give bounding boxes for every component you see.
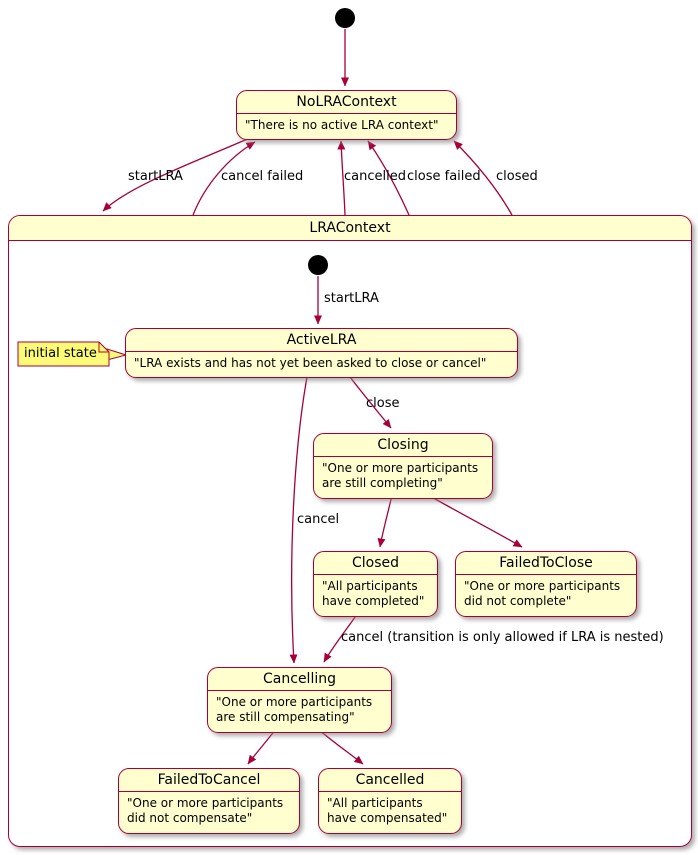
edge-cancelled-to-nolracontext	[337, 140, 346, 216]
state-description: "One or more participants are still comp…	[216, 695, 373, 725]
state-description: "All participants have completed"	[322, 579, 425, 609]
edge-cancelling-to-failedtocancel	[247, 728, 277, 765]
note-fold	[98, 342, 109, 353]
state-description: "All participants have compensated"	[327, 796, 448, 826]
initial-state-dot	[335, 8, 355, 28]
state-title: FailedToClose	[456, 552, 636, 575]
edge-label-startlra-inner: startLRA	[324, 291, 379, 306]
state-failedtoclose: FailedToClose "One or more participants …	[455, 551, 637, 617]
state-description: "There is no active LRA context"	[245, 118, 439, 132]
edge-label-cancel: cancel	[297, 512, 340, 527]
edge-cancel-activelra-to-cancelling	[289, 376, 308, 664]
edge-close-failed-to-nolracontext	[367, 140, 410, 216]
edge-startlra-into-lracontext	[102, 136, 253, 212]
edge-label-closed: closed	[496, 169, 538, 184]
edge-label-close: close	[366, 396, 400, 411]
edge-label-cancel-nested: cancel (transition is only allowed if LR…	[341, 630, 664, 645]
edge-label-cancelled: cancelled	[344, 169, 406, 184]
state-title: NoLRAContext	[237, 91, 456, 114]
state-title: Cancelling	[208, 668, 391, 691]
state-closed: Closed "All participants have completed"	[313, 551, 438, 617]
state-description: "One or more participants did not comple…	[464, 579, 621, 609]
state-failedtocancel: FailedToCancel "One or more participants…	[118, 768, 300, 834]
edge-closing-to-closed	[377, 494, 393, 548]
note-initial-state: initial state	[24, 346, 97, 361]
inner-initial-state-dot	[308, 255, 328, 275]
state-description: "One or more participants did not compen…	[127, 796, 284, 826]
edge-label-cancel-failed: cancel failed	[221, 169, 304, 184]
note-pointer	[106, 348, 128, 361]
edge-cancel-failed-to-nolracontext	[192, 141, 256, 216]
edge-cancel-nested-closed-to-cancelling	[323, 612, 359, 663]
edge-cancelling-to-cancelled	[317, 728, 364, 765]
state-lracontext: LRAContext	[8, 215, 692, 847]
note-body-shape	[17, 341, 110, 367]
state-title: ActiveLRA	[126, 329, 517, 352]
edge-closed-to-nolracontext	[453, 140, 513, 216]
state-cancelled: Cancelled "All participants have compens…	[318, 768, 462, 834]
state-title: Cancelled	[319, 769, 461, 792]
state-lracontext-title: LRAContext	[9, 216, 691, 241]
edge-label-startlra-outer: startLRA	[128, 169, 183, 184]
state-title: Closing	[314, 434, 492, 457]
state-nolracontext: NoLRAContext "There is no active LRA con…	[236, 90, 457, 141]
state-description: "LRA exists and has not yet been asked t…	[134, 356, 487, 370]
edge-label-close-failed: close failed	[407, 169, 481, 184]
state-title: Closed	[314, 552, 437, 575]
state-activelra: ActiveLRA "LRA exists and has not yet be…	[125, 328, 518, 379]
state-closing: Closing "One or more participants are st…	[313, 433, 493, 499]
edge-closing-to-failedtoclose	[427, 494, 523, 548]
edge-close-activelra-to-closing	[349, 376, 392, 429]
state-cancelling: Cancelling "One or more participants are…	[207, 667, 392, 733]
note-shape	[17, 341, 128, 367]
state-description: "One or more participants are still comp…	[322, 461, 479, 491]
state-title: FailedToCancel	[119, 769, 299, 792]
